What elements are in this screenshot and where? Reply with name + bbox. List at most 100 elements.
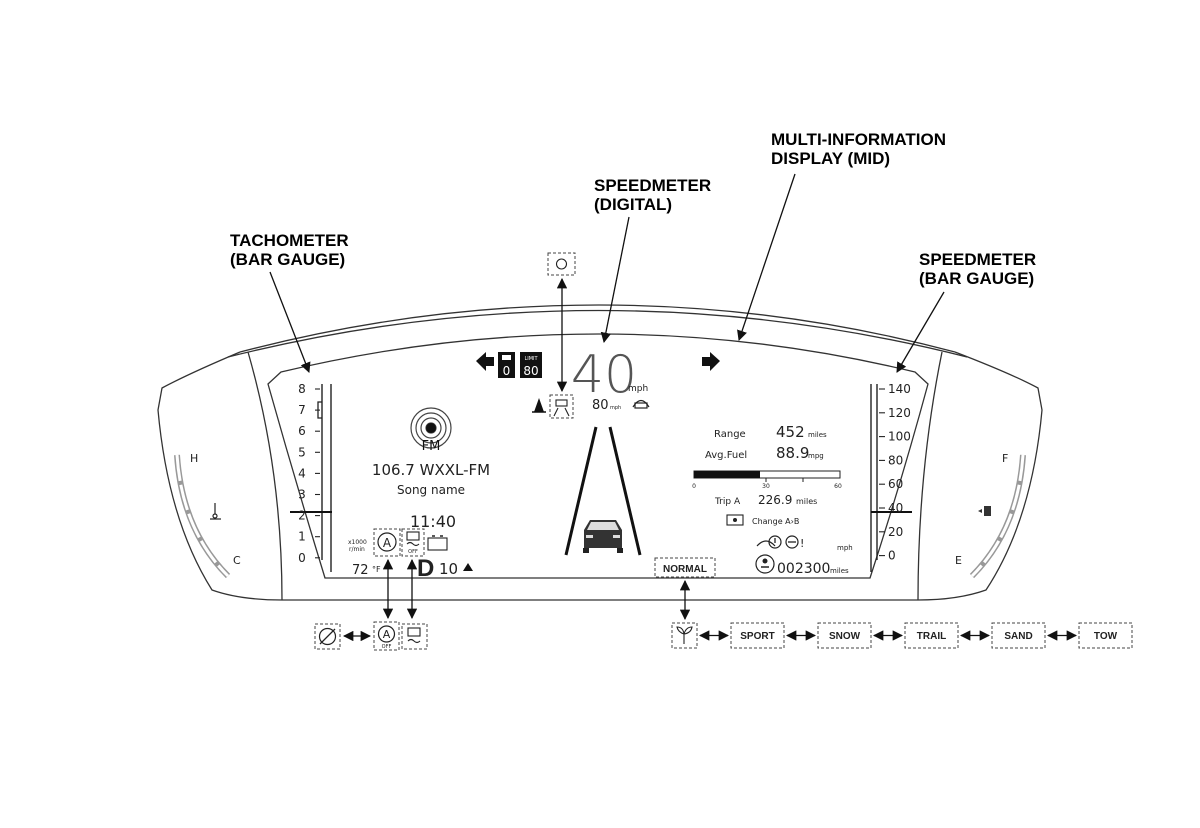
tach-tick-label: 5: [298, 445, 306, 459]
auto-idle-letter: A: [383, 536, 392, 550]
following-distance-icon: [632, 399, 650, 409]
temp-cold-label: C: [233, 554, 241, 567]
speed-limit-first-value: 0: [503, 364, 511, 378]
callout-speedometer-bar: SPEEDMETER (BAR GAUGE): [919, 250, 1036, 288]
gear-position: D: [417, 555, 434, 582]
clock-display: 11:40: [410, 512, 456, 531]
mode-chain-box-sport: [730, 622, 785, 649]
set-speed-value: 80: [592, 398, 609, 413]
speed-tick-label: 120: [888, 406, 911, 420]
vsa-off-indicator: OFF: [401, 528, 425, 557]
mode-chain-label-trail: TRAIL: [917, 631, 946, 642]
temperature-gauge: H C: [174, 452, 241, 579]
trip-label: Trip A: [714, 497, 741, 507]
audio-source: FM: [422, 439, 441, 454]
turn-signal-left-icon: [476, 352, 494, 371]
change-trip-label: Change A›B: [752, 517, 799, 526]
cluster-housing: [157, 304, 1043, 601]
song-name: Song name: [397, 483, 465, 497]
lane-keeping-icon: [549, 394, 574, 419]
tach-tick-label: 1: [298, 530, 306, 544]
range-unit: miles: [808, 431, 827, 439]
econ-mode-indicator: [671, 622, 698, 649]
gear-up-icon: [463, 563, 473, 571]
outside-temp-unit: °F: [372, 565, 381, 574]
tpms-icon: [768, 535, 782, 549]
speed-limit-caption: LIMIT: [524, 356, 538, 362]
speed-tick-label: 80: [888, 453, 903, 467]
drive-mode-indicator: NORMAL: [654, 557, 716, 578]
brake-system-icon: [785, 535, 799, 549]
left-indicator-chain: A OFF: [314, 621, 428, 651]
callout-speed-bar-line1: SPEEDMETER: [919, 250, 1037, 269]
range-label: Range: [714, 429, 746, 440]
avg-fuel-unit: mpg: [808, 452, 824, 460]
speed-limit-sign-first: 0: [498, 352, 515, 378]
fuel-economy-bar: [693, 470, 841, 482]
tach-tick-label: 3: [298, 488, 306, 502]
tach-unit-line1: x1000: [348, 539, 367, 546]
vsa-off-text: OFF: [408, 549, 418, 555]
odometer-value: 002300: [777, 561, 830, 577]
callout-mid-line1: MULTI-INFORMATION: [771, 130, 946, 149]
outside-temp-value: 72: [352, 563, 369, 578]
callout-mid: MULTI-INFORMATION DISPLAY (MID): [771, 130, 946, 168]
gear-number: 10: [439, 560, 458, 578]
range-value: 452: [776, 423, 805, 441]
speed-limit-value: 80: [523, 364, 538, 378]
speed-bar-unit: mph: [837, 544, 853, 552]
tach-tick-label: 6: [298, 424, 306, 438]
fuel-full-label: F: [1002, 452, 1008, 465]
mode-chain-box-trail: [904, 622, 959, 649]
vsa-indicator: [401, 623, 428, 650]
callout-speed-digital-line2: (DIGITAL): [594, 195, 673, 214]
wiper-icon: [756, 540, 776, 547]
tach-tick-label: 4: [298, 466, 306, 480]
coolant-temp-icon: [210, 503, 221, 520]
tach-tick-label: 7: [298, 403, 306, 417]
callout-speed-digital-line1: SPEEDMETER: [594, 176, 712, 195]
tach-unit-line2: r/min: [349, 546, 365, 553]
mode-chain-label-tow: TOW: [1094, 631, 1118, 642]
mode-chain-box-sand: [991, 622, 1046, 649]
auto-idle-off-letter: A: [383, 628, 391, 641]
fuel-bar-tick-label: 60: [834, 483, 842, 490]
callout-tachometer-line1: TACHOMETER: [230, 231, 349, 250]
odometer-unit: miles: [830, 567, 849, 575]
fuel-empty-label: E: [955, 554, 962, 567]
digital-speed-unit: mph: [628, 384, 648, 394]
tach-tick-label: 0: [298, 551, 306, 565]
fuel-bar-tick-label: 30: [762, 483, 770, 490]
speed-tick-label: 40: [888, 501, 903, 515]
change-trip-icon: [726, 514, 744, 526]
mode-chain-label-sport: SPORT: [740, 631, 774, 642]
auto-idle-stop-indicator: A: [373, 528, 401, 557]
speed-tick-label: 100: [888, 430, 911, 444]
mode-chain-label-snow: SNOW: [829, 631, 861, 642]
speed-limit-sign: LIMIT 80: [520, 352, 542, 378]
odometer-icon: [755, 554, 775, 574]
avg-fuel-value: 88.9: [776, 444, 809, 462]
mode-chain-box-tow: [1078, 622, 1133, 649]
speed-tick-label: 20: [888, 525, 903, 539]
road-view: [564, 426, 642, 556]
callout-speed-bar-line2: (BAR GAUGE): [919, 269, 1035, 288]
fuel-pump-icon: [978, 506, 991, 516]
callout-speedometer-digital: SPEEDMETER (DIGITAL): [594, 176, 711, 214]
auto-idle-stop-off-indicator: A OFF: [373, 621, 400, 651]
speed-tick-label: 0: [888, 549, 896, 563]
temp-hot-label: H: [190, 452, 198, 465]
callout-tachometer-line2: (BAR GAUGE): [230, 250, 346, 269]
speed-tick-label: 140: [888, 382, 911, 396]
fuel-gauge: F E: [955, 452, 1026, 579]
battery-icon: [427, 535, 448, 551]
callout-leader-lines: [269, 173, 945, 621]
avg-fuel-label: Avg.Fuel: [705, 450, 747, 461]
system-warning-icon: !: [800, 537, 804, 550]
callout-mid-line2: DISPLAY (MID): [771, 149, 891, 168]
